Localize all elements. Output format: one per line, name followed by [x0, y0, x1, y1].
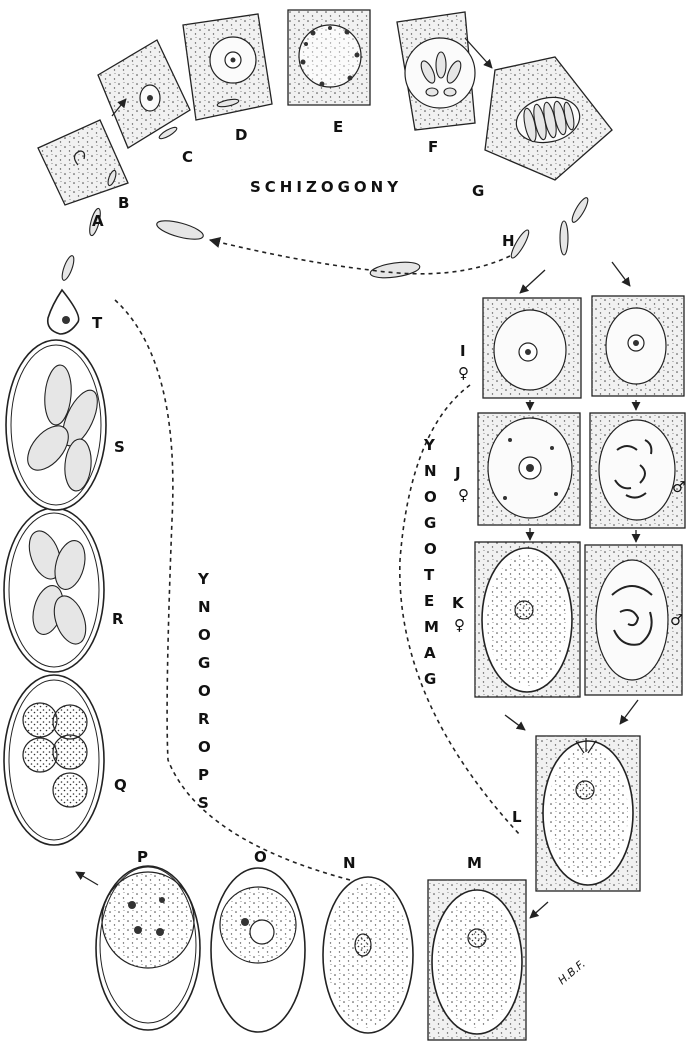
label-a: A	[92, 212, 104, 230]
stage-d-cell	[183, 14, 272, 120]
label-c: C	[182, 148, 193, 166]
arrow-h-to-i-female	[520, 270, 545, 293]
gametogony-letter-3: M	[424, 618, 439, 636]
stage-n-oocyst	[323, 877, 413, 1033]
gametogony-letter-1: G	[424, 670, 436, 688]
stage-b-cell	[38, 120, 128, 205]
artist-signature: H.B.F.	[556, 957, 588, 987]
stage-k-female-cell	[475, 542, 580, 697]
arrow-k-to-l-male	[620, 700, 638, 724]
stage-i-female-cell	[483, 298, 581, 398]
stage-f-cell	[397, 12, 475, 130]
label-b: B	[118, 194, 129, 212]
stage-s-oocyst	[6, 340, 106, 510]
stage-o-oocyst	[211, 868, 305, 1032]
label-f: F	[428, 138, 438, 156]
gametogony-letter-9: N	[424, 462, 437, 480]
schizogony-title: SCHIZOGONY	[250, 178, 402, 196]
arrow-l-to-m	[530, 902, 548, 918]
female-symbol-i: ♀	[458, 364, 469, 382]
sporogony-letter-7: O	[198, 626, 211, 644]
label-p: P	[137, 848, 148, 866]
female-symbol-k: ♀	[454, 616, 465, 634]
dashed-return-path	[210, 240, 510, 274]
male-symbol-j: ♂	[672, 478, 685, 496]
arrow-p-to-q	[76, 872, 98, 885]
sporogony-dashed-path	[115, 300, 350, 880]
sporogony-letter-1: S	[198, 794, 209, 812]
merozoite-b	[155, 217, 205, 243]
stage-t-sporozoite	[48, 290, 79, 334]
stage-q-oocyst	[4, 675, 104, 845]
female-symbol-j: ♀	[458, 486, 469, 504]
gametogony-letter-2: A	[424, 644, 436, 662]
label-d: D	[235, 126, 247, 144]
label-r: R	[112, 610, 124, 628]
stage-p-oocyst	[96, 866, 200, 1030]
stage-m-cell	[428, 880, 526, 1040]
sporogony-title: S P O R O G O N Y	[197, 570, 211, 812]
stage-j-female-cell	[478, 413, 580, 525]
sporogony-letter-5: O	[198, 682, 211, 700]
sporogony-letter-4: R	[198, 710, 210, 728]
label-o: O	[254, 848, 267, 866]
label-q: Q	[114, 776, 127, 794]
gametogony-title: G A M E T O G O N Y	[423, 436, 439, 688]
label-h: H	[502, 232, 515, 250]
gametogony-letter-4: E	[424, 592, 434, 610]
sporogony-letter-2: P	[198, 766, 209, 784]
label-n: N	[343, 854, 356, 872]
label-g: G	[472, 182, 484, 200]
sporogony-letter-6: G	[198, 654, 210, 672]
label-m: M	[467, 854, 482, 872]
stage-i-male-cell	[592, 296, 684, 396]
label-k: K	[452, 594, 465, 612]
gametogony-letter-7: G	[424, 514, 436, 532]
stage-g-cell	[485, 57, 612, 180]
gametogony-letter-8: O	[424, 488, 437, 506]
stage-l-cell	[536, 736, 640, 891]
label-e: E	[333, 118, 343, 136]
gametogony-letter-6: O	[424, 540, 437, 558]
label-j: J	[454, 464, 461, 482]
gametogony-letter-10: Y	[423, 436, 436, 454]
stage-j-male-cell	[590, 413, 685, 528]
stage-r-oocyst	[4, 508, 104, 672]
merozoite-h	[369, 196, 590, 281]
gametogony-letter-5: T	[424, 566, 435, 584]
stage-e-cell	[288, 10, 370, 105]
stage-k-male-cell	[585, 545, 682, 695]
arrow-h-to-i-male	[612, 262, 630, 286]
sporogony-letter-9: Y	[197, 570, 210, 588]
sporogony-letter-8: N	[198, 598, 211, 616]
arrow-k-to-l-female	[505, 715, 525, 730]
label-i: I	[460, 342, 466, 360]
label-l: L	[512, 808, 522, 826]
label-s: S	[114, 438, 125, 456]
sporogony-letter-3: O	[198, 738, 211, 756]
stage-c-cell	[98, 40, 190, 148]
male-symbol-k: ♂	[670, 611, 683, 629]
label-t: T	[92, 314, 103, 332]
